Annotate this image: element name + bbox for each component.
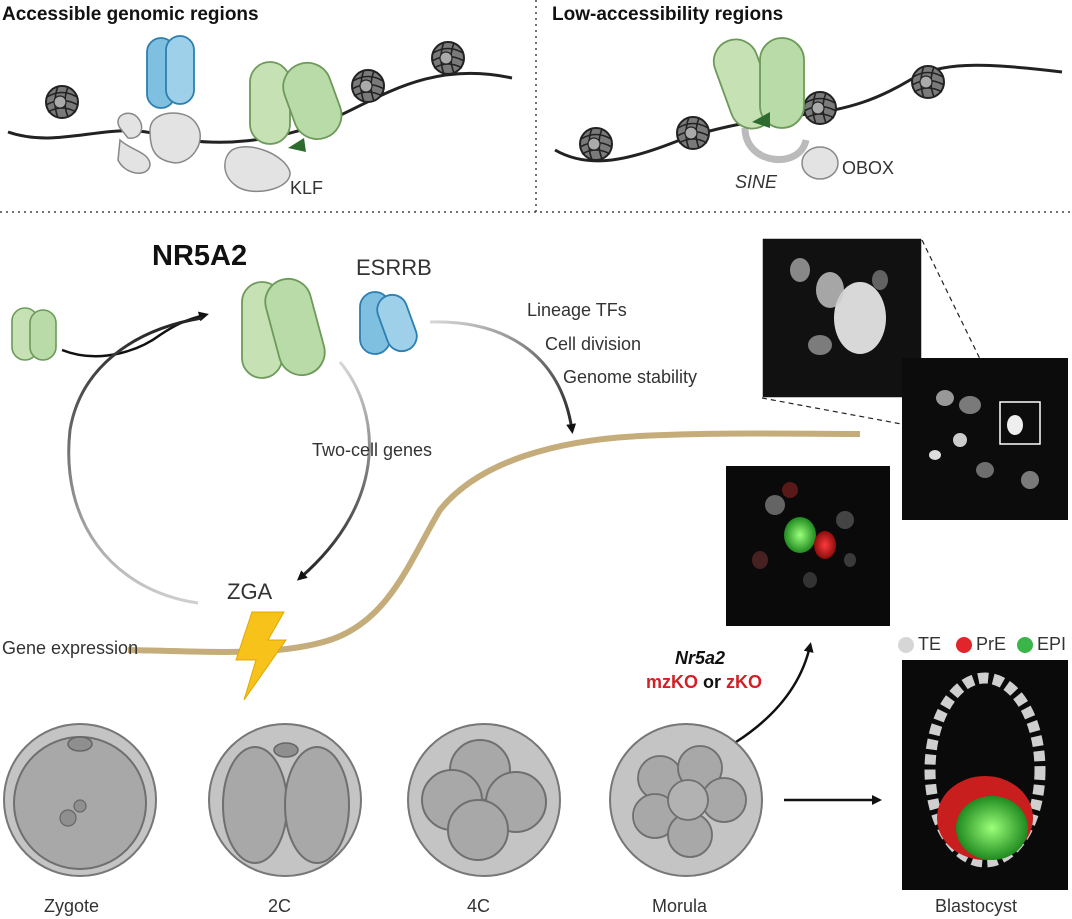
target-genome-stability: Genome stability xyxy=(563,367,698,387)
stage-2c: 2C xyxy=(268,896,292,916)
nucleosome-icon xyxy=(431,41,465,75)
stage-zygote: Zygote xyxy=(44,896,100,916)
legend-te-dot xyxy=(898,637,914,653)
micrograph-knockout xyxy=(726,466,890,626)
target-lineage-tfs: Lineage TFs xyxy=(527,300,627,320)
left-panel-title: Accessible genomic regions xyxy=(2,4,259,25)
cofactor-blob xyxy=(117,112,143,139)
micrograph-zoom xyxy=(761,237,923,399)
zko-label: zKO xyxy=(726,672,763,692)
klf-label: KLF xyxy=(290,178,324,198)
nr5a2-protein-icon xyxy=(282,61,343,140)
legend-pre-dot xyxy=(956,637,972,653)
nr5a2-label: NR5A2 xyxy=(152,240,248,272)
nr5a2-protein-icon xyxy=(759,37,805,129)
knockout-arrow xyxy=(735,642,814,744)
nucleosome-icon xyxy=(676,116,710,150)
morula-drawing xyxy=(609,723,763,877)
esrrb-targets-arrow xyxy=(429,320,577,434)
cofactor-blob xyxy=(149,112,201,164)
knockout-gene-label: Nr5a2 xyxy=(675,648,726,668)
esrrb-protein-icon xyxy=(165,35,195,105)
gene-expression-label: Gene expression xyxy=(2,638,139,658)
nr5a2-protein-icon xyxy=(249,61,291,145)
low-accessibility-panel xyxy=(554,37,1063,180)
sine-element-loop xyxy=(741,127,810,163)
nucleosome-icon xyxy=(579,127,613,161)
binding-site-icon xyxy=(288,138,306,152)
two-cell-genes-arrow xyxy=(296,361,371,581)
sine-label: SINE xyxy=(735,172,778,192)
micrograph-nuclei xyxy=(902,358,1068,520)
klf-factor xyxy=(224,146,291,193)
legend-pre-label: PrE xyxy=(976,634,1007,654)
accessible-regions-panel xyxy=(7,35,513,193)
legend-epi-dot xyxy=(1017,637,1033,653)
obox-label: OBOX xyxy=(842,158,895,178)
mzko-label: mzKO xyxy=(646,672,699,692)
four-cell-drawing xyxy=(407,723,561,877)
nr5a2-small-icon xyxy=(29,309,57,361)
nr5a2-cycle xyxy=(11,277,577,605)
two-cell-drawing xyxy=(208,723,362,877)
two-cell-genes-label: Two-cell genes xyxy=(312,440,433,460)
stage-4c: 4C xyxy=(467,896,491,916)
esrrb-protein-icon xyxy=(376,293,418,353)
feedback-arrow xyxy=(67,316,203,605)
nr5a2-protein-icon xyxy=(264,277,326,377)
target-cell-division: Cell division xyxy=(545,334,642,354)
legend-epi-label: EPI xyxy=(1037,634,1067,654)
esrrb-label: ESRRB xyxy=(356,255,432,280)
obox-factor xyxy=(801,146,839,180)
blastocyst-image xyxy=(902,660,1068,890)
zga-label: ZGA xyxy=(227,579,273,604)
nucleosome-icon xyxy=(803,91,837,125)
lightning-icon xyxy=(235,611,287,701)
or-label: or xyxy=(698,672,727,692)
legend-te-label: TE xyxy=(918,634,942,654)
cofactor-blob xyxy=(117,138,151,174)
knockout-types: mzKO or zKO xyxy=(646,672,762,693)
nucleosome-icon xyxy=(45,85,79,119)
nucleosome-icon xyxy=(911,65,945,99)
stage-blastocyst: Blastocyst xyxy=(935,896,1018,916)
binding-site-icon xyxy=(752,112,770,128)
nucleosome-icon xyxy=(351,69,385,103)
right-panel-title: Low-accessibility regions xyxy=(552,4,784,25)
stage-morula: Morula xyxy=(652,896,708,916)
zygote-drawing xyxy=(3,723,157,877)
